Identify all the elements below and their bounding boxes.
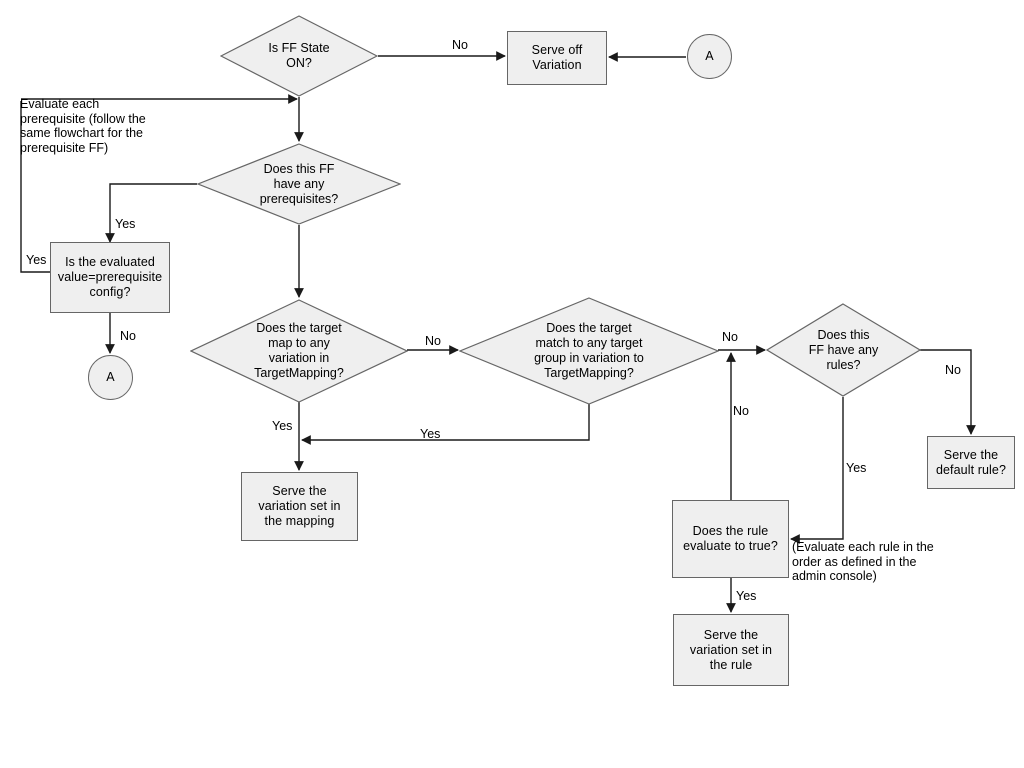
node-label-has-rules: Does this FF have any rules? [808,328,879,372]
node-serve-off-variation[interactable]: Serve off Variation [507,31,607,85]
edge-label-target-match-no: No [722,330,738,344]
node-target-map-variation[interactable]: Does the target map to any variation in … [190,299,408,403]
node-ff-state-on[interactable]: Is FF State ON? [220,15,378,97]
node-label-ff-state-on: Is FF State ON? [268,41,330,70]
node-label-serve-off-variation: Serve off Variation [531,43,583,72]
diamond-shape [459,297,719,405]
node-label-has-prerequisites: Does this FF have any prerequisites? [259,161,339,206]
node-has-rules[interactable]: Does this FF have any rules? [766,303,921,398]
edge-label-target-map-yes: Yes [272,419,293,433]
edge-label-rules-back-no: No [733,404,749,418]
node-serve-default-rule[interactable]: Serve the default rule? [927,436,1015,489]
node-label-target-map-variation: Does the target map to any variation in … [254,321,344,380]
node-connector-a-bottom[interactable]: A [88,355,133,400]
edge-label-evaluated-no: No [120,329,136,343]
node-label-rule-evaluate-true: Does the rule evaluate to true? [683,524,778,553]
edge-label-target-map-no: No [425,334,441,348]
edge-label-ff-state-no: No [452,38,468,52]
diamond-shape [190,299,408,403]
diamond-shape [197,143,401,225]
node-label-connector-a-bottom: A [106,370,115,384]
node-label-serve-variation-rule: Serve the variation set in the rule [689,627,773,672]
node-serve-variation-mapping[interactable]: Serve the variation set in the mapping [241,472,358,541]
edge-prereq-yes [105,183,197,243]
node-label-serve-variation-mapping: Serve the variation set in the mapping [258,484,341,528]
edge-label-rules-no: No [945,363,961,377]
edge-label-prereq-yes: Yes [115,217,136,231]
node-target-match-group[interactable]: Does the target match to any target grou… [459,297,719,405]
annotation-rule-order-note: (Evaluate each rule in the order as defi… [792,540,934,584]
node-label-connector-a-top: A [705,49,714,63]
node-label-target-match-group: Does the target match to any target grou… [534,321,644,380]
diamond-shape [766,303,921,397]
node-label-evaluated-value-check: Is the evaluated value=prerequisite conf… [57,255,163,299]
diamond-shape [220,15,378,97]
edge-label-rule-true-yes: Yes [736,589,757,603]
node-connector-a-top[interactable]: A [687,34,732,79]
edge-rules-yes [790,397,844,544]
edge-target-match-yes [301,403,590,445]
node-rule-evaluate-true[interactable]: Does the rule evaluate to true? [672,500,789,578]
node-has-prerequisites[interactable]: Does this FF have any prerequisites? [197,143,401,225]
edge-label-prereq-loopback-yes: Yes [26,253,47,267]
edge-label-rules-yes: Yes [846,461,867,475]
node-evaluated-value-check[interactable]: Is the evaluated value=prerequisite conf… [50,242,170,313]
edge-label-target-match-yes: Yes [420,427,441,441]
node-label-serve-default-rule: Serve the default rule? [935,447,1007,477]
annotation-prerequisite-note: Evaluate each prerequisite (follow the s… [20,97,146,155]
node-serve-variation-rule[interactable]: Serve the variation set in the rule [673,614,789,686]
